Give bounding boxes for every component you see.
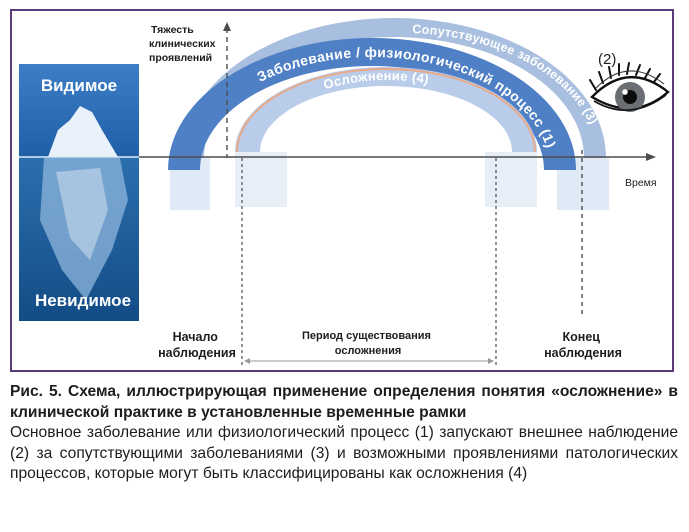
complication-period-line-2: осложнения bbox=[335, 345, 402, 357]
figure-caption: Рис. 5. Схема, иллюстрирующая применение… bbox=[10, 382, 678, 485]
time-axis-label: Время bbox=[625, 177, 657, 189]
period-bracket-right-arrow bbox=[488, 358, 494, 364]
eye-label: (2) bbox=[598, 51, 616, 68]
inner-arc-left-leg bbox=[235, 152, 287, 207]
eye-icon bbox=[589, 62, 670, 112]
y-axis-label: Тяжесть клинических проявлений bbox=[149, 24, 218, 64]
eye-lower-lid bbox=[593, 94, 667, 111]
y-axis-label-line-2: клинических bbox=[149, 38, 216, 50]
start-observation-line-1: Начало bbox=[173, 330, 219, 344]
start-observation-label: Начало наблюдения bbox=[158, 330, 236, 360]
eye-glint bbox=[622, 89, 628, 95]
iceberg-tip bbox=[48, 106, 118, 157]
time-axis-arrow bbox=[646, 153, 656, 161]
arc-legs bbox=[170, 152, 609, 210]
period-bracket-left-arrow bbox=[244, 358, 250, 364]
eye-lashes bbox=[589, 62, 661, 91]
iceberg: Видимое Невидимое bbox=[19, 64, 139, 321]
iceberg-highlight bbox=[56, 168, 108, 260]
iceberg-invisible-label: Невидимое bbox=[35, 291, 131, 310]
y-axis-arrow bbox=[223, 22, 231, 31]
y-axis-label-line-1: Тяжесть bbox=[151, 24, 194, 36]
end-observation-line-2: наблюдения bbox=[544, 346, 622, 360]
start-observation-line-2: наблюдения bbox=[158, 346, 236, 360]
inner-arc bbox=[235, 67, 537, 152]
caption-body: Основное заболевание или физиологический… bbox=[10, 424, 678, 482]
end-observation-line-1: Конец bbox=[563, 330, 601, 344]
eye-crease bbox=[595, 70, 665, 89]
inner-arc-right-leg bbox=[485, 152, 537, 207]
diagram: Видимое Невидимое Сопутствующее заболева… bbox=[19, 18, 670, 365]
complication-period-line-1: Период существования bbox=[302, 330, 431, 342]
end-observation-label: Конец наблюдения bbox=[544, 330, 622, 360]
middle-arc bbox=[168, 38, 576, 170]
iceberg-visible-label: Видимое bbox=[41, 76, 117, 95]
y-axis-label-line-3: проявлений bbox=[149, 52, 212, 64]
complication-period-label: Период существования осложнения bbox=[302, 330, 434, 357]
caption-title: Рис. 5. Схема, иллюстрирующая применение… bbox=[10, 383, 678, 421]
inner-arc-edge bbox=[236, 68, 536, 153]
